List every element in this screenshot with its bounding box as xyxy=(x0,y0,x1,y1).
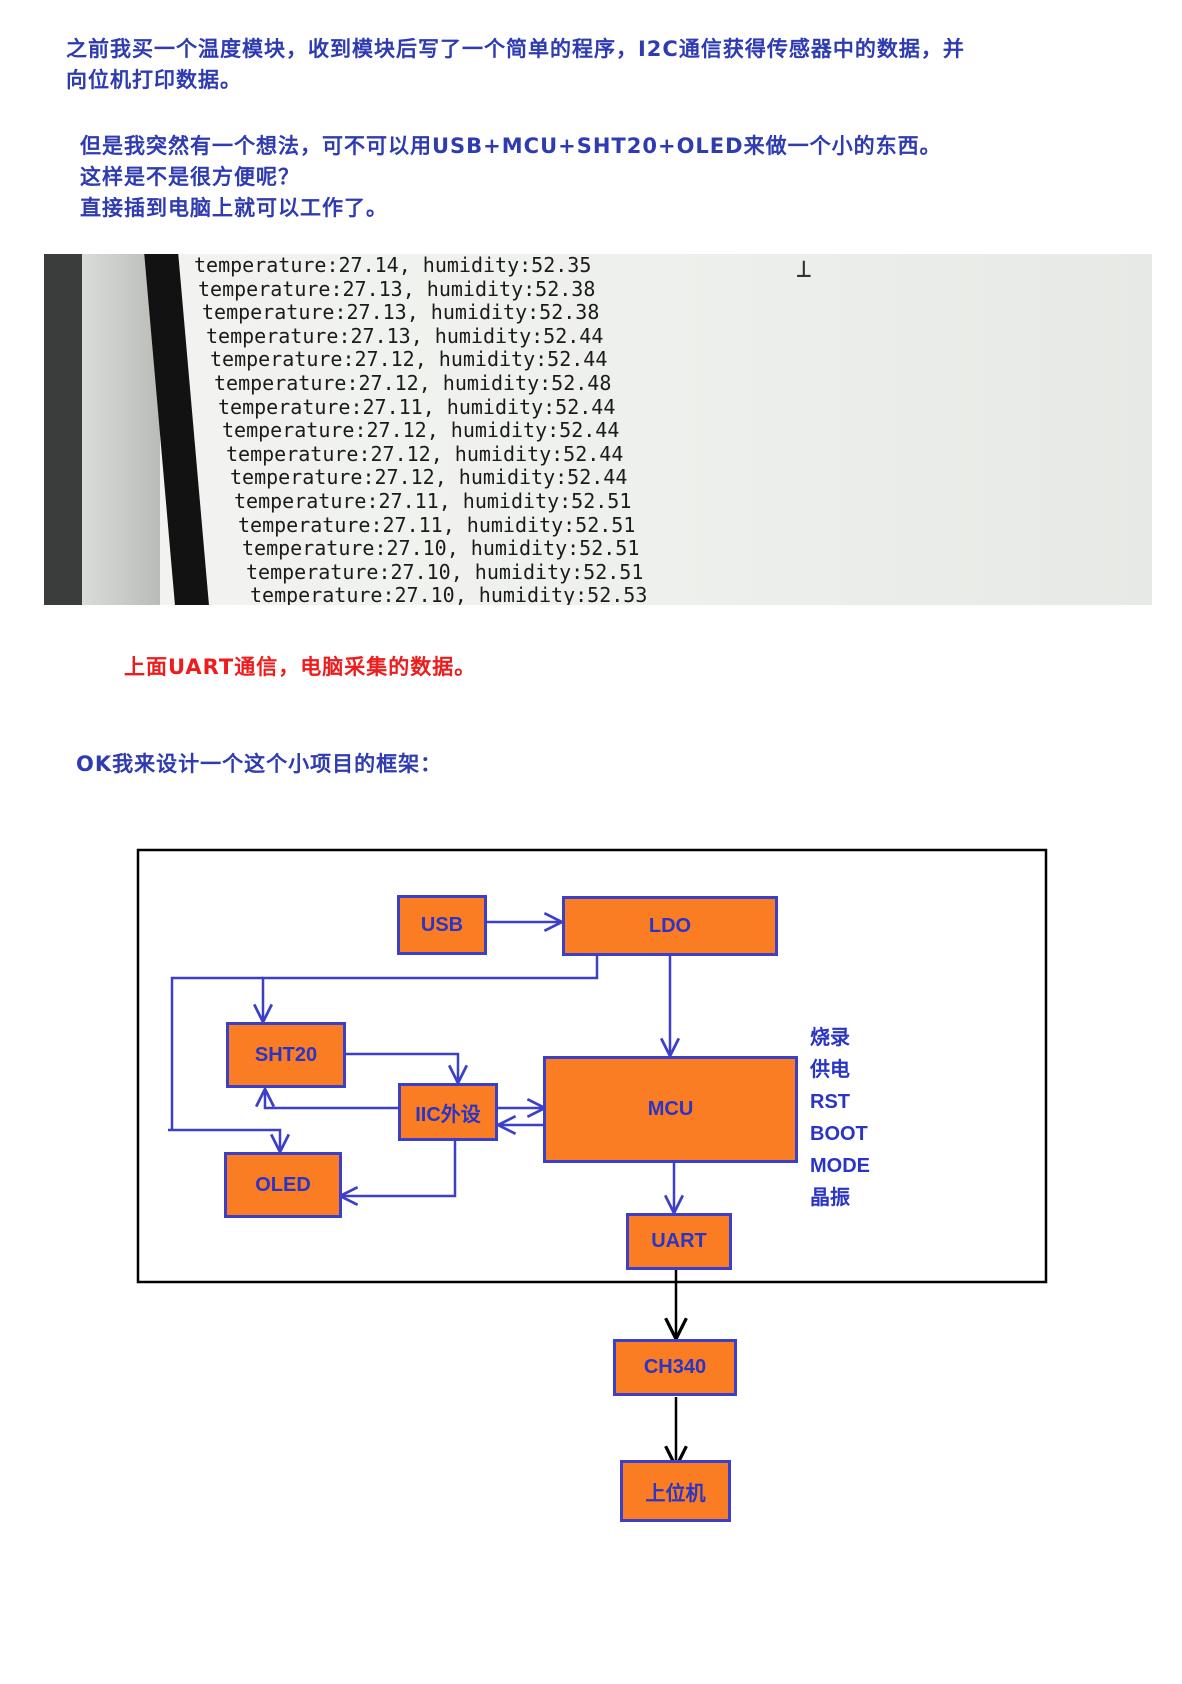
oled-block: OLED xyxy=(224,1152,342,1218)
terminal-line: temperature:27.12, humidity:52.44 xyxy=(230,465,628,490)
terminal-line: temperature:27.11, humidity:52.51 xyxy=(238,512,636,537)
side-label-power: 供电 xyxy=(810,1059,850,1081)
terminal-line: temperature:27.10, humidity:52.51 xyxy=(242,536,640,561)
arrow-iic-oled xyxy=(340,1141,457,1196)
terminal-line: temperature:27.12, humidity:52.44 xyxy=(222,418,620,443)
framework-intro: OK我来设计一个这个小项目的框架： xyxy=(76,752,443,776)
monitor-bezel xyxy=(44,254,82,605)
terminal-line: temperature:27.10, humidity:52.51 xyxy=(246,559,644,584)
photo-caption: 上面UART通信，电脑采集的数据。 xyxy=(124,655,477,679)
intro-line-2: 向位机打印数据。 xyxy=(66,68,242,92)
side-label-mode: MODE xyxy=(810,1155,870,1177)
power-line-oled xyxy=(168,1128,280,1152)
iic-block: IIC外设 xyxy=(398,1083,498,1141)
side-label-boot: BOOT xyxy=(810,1123,868,1145)
idea-line-3: 直接插到电脑上就可以工作了。 xyxy=(80,196,388,220)
terminal-line: temperature:27.11, humidity:52.51 xyxy=(234,488,632,513)
idea-line-2: 这样是不是很方便呢？ xyxy=(80,165,300,189)
side-label-crystal: 晶振 xyxy=(810,1187,850,1209)
terminal-line: temperature:27.13, humidity:52.38 xyxy=(202,300,600,325)
idea-paragraph: 但是我突然有一个想法，可不可以用USB+MCU+SHT20+OLED来做一个小的… xyxy=(80,131,942,224)
text-cursor-icon: ⊥ xyxy=(796,254,812,284)
terminal-line: temperature:27.10, humidity:52.53 xyxy=(250,583,648,605)
ldo-block: LDO xyxy=(562,896,778,956)
usb-block: USB xyxy=(397,895,487,955)
mcu-block: MCU xyxy=(543,1056,798,1163)
terminal-line: temperature:27.13, humidity:52.38 xyxy=(198,276,596,301)
arrow-sht20-iic xyxy=(346,1052,458,1083)
monitor-bezel-inner xyxy=(82,254,160,605)
terminal-line: temperature:27.12, humidity:52.44 xyxy=(210,347,608,372)
terminal-line: temperature:27.14, humidity:52.35 xyxy=(194,254,592,277)
side-label-rst: RST xyxy=(810,1091,850,1113)
host-pc-block: 上位机 xyxy=(620,1460,731,1522)
power-line-left-bus xyxy=(170,976,263,1130)
diagram-frame xyxy=(136,848,1048,1284)
arrow-iic-sht20 xyxy=(265,1089,398,1110)
side-label-burn: 烧录 xyxy=(810,1027,850,1049)
power-line-sht20 xyxy=(263,956,599,1022)
terminal-line: temperature:27.12, humidity:52.44 xyxy=(226,441,624,466)
intro-line-1: 之前我买一个温度模块，收到模块后写了一个简单的程序，I2C通信获得传感器中的数据… xyxy=(66,37,965,61)
idea-line-1: 但是我突然有一个想法，可不可以用USB+MCU+SHT20+OLED来做一个小的… xyxy=(80,134,942,158)
terminal-line: temperature:27.11, humidity:52.44 xyxy=(218,394,616,419)
terminal-line: temperature:27.12, humidity:52.48 xyxy=(214,370,612,395)
uart-block: UART xyxy=(626,1213,732,1270)
sht20-block: SHT20 xyxy=(226,1022,346,1088)
mcu-side-labels: 烧录 供电 RST BOOT MODE 晶振 xyxy=(810,1022,870,1214)
terminal-line: temperature:27.13, humidity:52.44 xyxy=(206,323,604,348)
ch340-block: CH340 xyxy=(613,1339,737,1396)
intro-paragraph: 之前我买一个温度模块，收到模块后写了一个简单的程序，I2C通信获得传感器中的数据… xyxy=(66,34,965,96)
